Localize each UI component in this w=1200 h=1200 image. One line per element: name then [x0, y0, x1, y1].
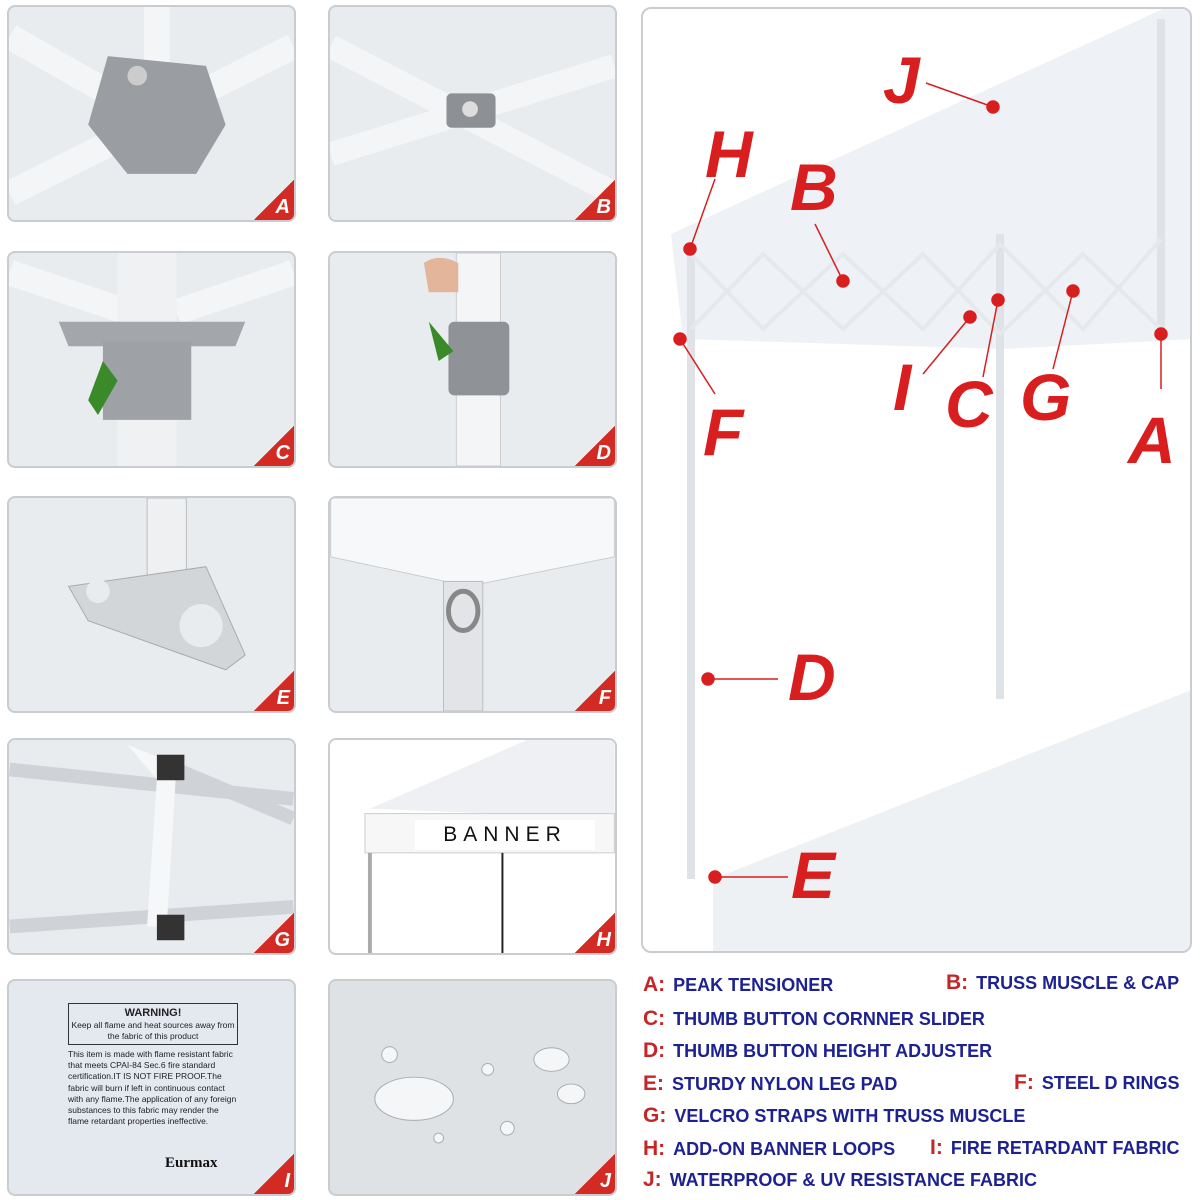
legend-i: I:FIRE RETARDANT FABRIC [930, 1136, 1180, 1159]
warning-label: WARNING!Keep all flame and heat sources … [68, 1003, 238, 1127]
detail-tile-b: B [328, 5, 617, 222]
legend-e: E:STURDY NYLON LEG PAD [643, 1072, 898, 1095]
legend-c: C:THUMB BUTTON CORNNER SLIDER [643, 1007, 985, 1030]
legend-b: B:TRUSS MUSCLE & CAP [946, 971, 1180, 994]
tile-letter: I [284, 1170, 290, 1192]
label-d: D [788, 640, 836, 714]
detail-tile-g: G [7, 738, 296, 955]
tile-letter: H [596, 929, 611, 951]
label-g: G [1020, 360, 1072, 434]
detail-tile-c: C [7, 251, 296, 468]
legend-d: D:THUMB BUTTON HEIGHT ADJUSTER [643, 1039, 993, 1062]
label-c: C [945, 367, 993, 441]
label-i: I [893, 350, 912, 424]
warning-title: WARNING! [124, 1007, 182, 1019]
detail-tile-a: A [7, 5, 296, 222]
brand-logo: Eurmax [165, 1155, 218, 1171]
tile-letter: A [275, 196, 290, 218]
label-b: B [790, 150, 838, 224]
warning-body: This item is made with flame resistant f… [68, 1049, 237, 1126]
canopy-diagram: J H B I C G A F D E [641, 7, 1192, 953]
legend-f: F:STEEL D RINGS [1014, 1071, 1180, 1094]
tile-letter: G [274, 929, 290, 951]
warning-subtitle: Keep all flame and heat sources away fro… [71, 1020, 235, 1042]
tile-letter: E [276, 687, 290, 709]
label-j: J [883, 43, 920, 117]
legend-a: A:PEAK TENSIONER [643, 973, 834, 996]
tile-letter: J [599, 1170, 611, 1192]
banner-text: BANNER [415, 820, 595, 850]
detail-tile-i: I [7, 979, 296, 1196]
tile-letter: B [596, 196, 611, 218]
detail-tile-f: F [328, 496, 617, 713]
label-f: F [703, 395, 744, 469]
label-h: H [705, 117, 753, 191]
legend-h: H:ADD-ON BANNER LOOPS [643, 1137, 896, 1160]
tile-letter: F [598, 687, 611, 709]
legend-j: J:WATERPROOF & UV RESISTANCE FABRIC [643, 1168, 1038, 1191]
detail-tile-j: J [328, 979, 617, 1196]
legend-g: G:VELCRO STRAPS WITH TRUSS MUSCLE [643, 1104, 1026, 1127]
tile-letter: D [596, 442, 611, 464]
detail-tile-e: E [7, 496, 296, 713]
detail-tile-d: D [328, 251, 617, 468]
tile-letter: C [275, 442, 290, 464]
label-a: A [1128, 403, 1176, 477]
label-e: E [791, 838, 836, 912]
